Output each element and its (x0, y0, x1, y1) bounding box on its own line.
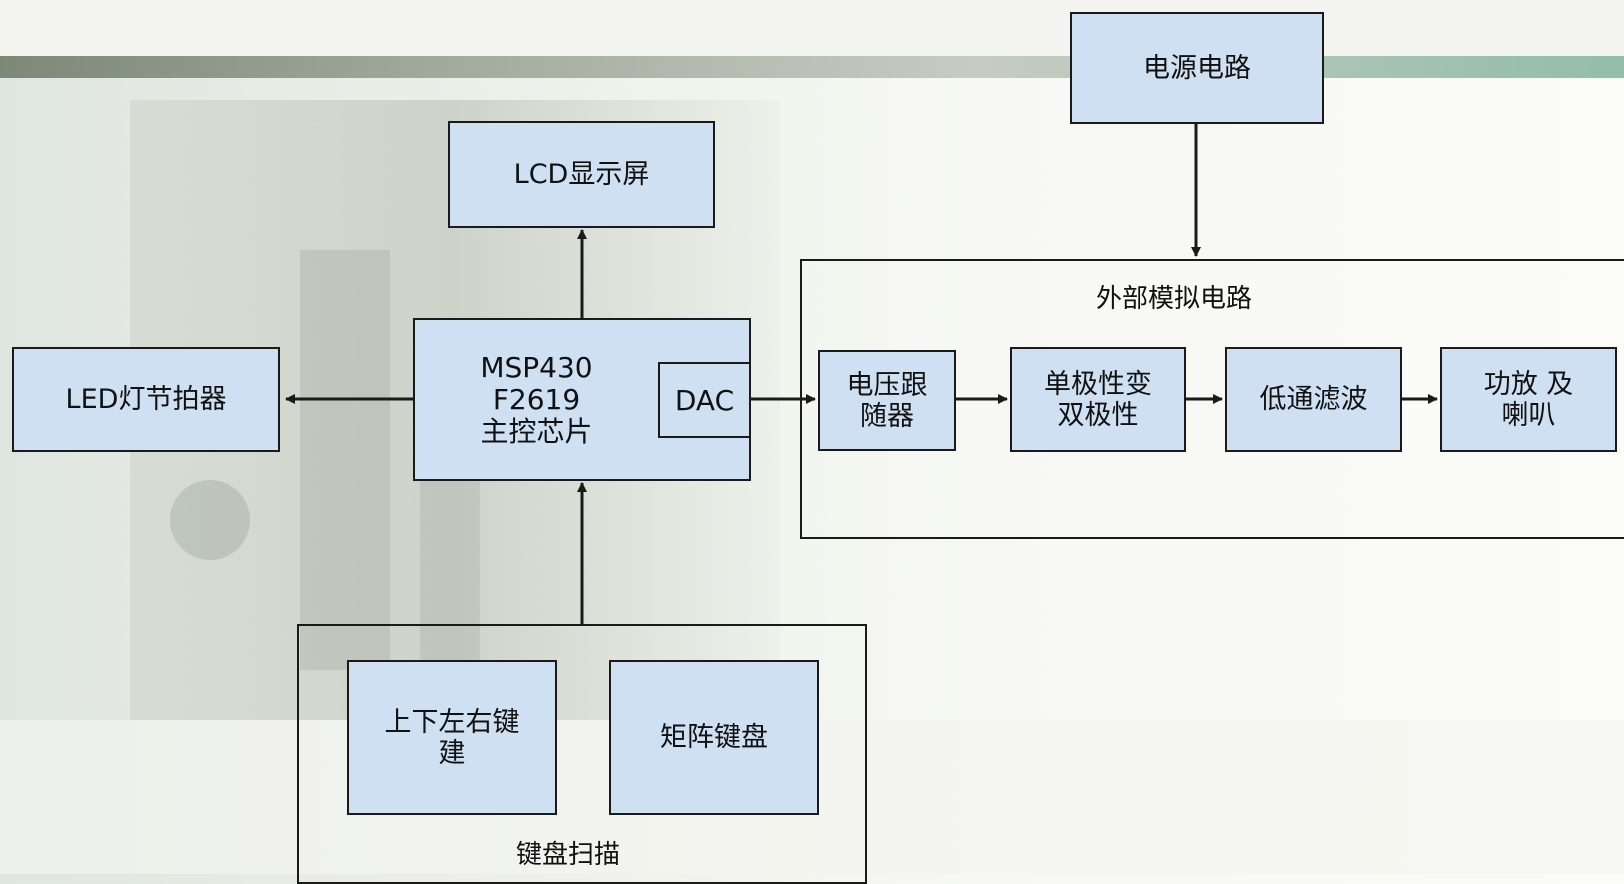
power-circuit-block: 电源电路 (1070, 12, 1324, 124)
lcd-display-block: LCD显示屏 (448, 121, 715, 228)
led-metronome-label: LED灯节拍器 (65, 384, 227, 415)
analog-circuit-group (800, 259, 1624, 539)
mcu-text: MSP430 F2619 主控芯片 (415, 350, 658, 448)
matrix-keypad-label: 矩阵键盘 (660, 722, 768, 753)
arrow-keys-line-1: 上下左右键 (384, 706, 520, 738)
bipolar-line-1: 单极性变 (1044, 368, 1152, 400)
amplifier-speaker-block: 功放 及 喇叭 (1440, 347, 1617, 452)
dac-label: DAC (674, 383, 735, 417)
voltage-follower-line-2: 随器 (860, 400, 914, 432)
bipolar-line-2: 双极性 (1057, 399, 1139, 431)
keyboard-group-label: 键盘扫描 (516, 840, 621, 870)
amplifier-line-1: 功放 及 (1483, 368, 1574, 400)
mcu-line-1: MSP430 (480, 350, 593, 384)
lowpass-filter-label: 低通滤波 (1259, 384, 1368, 415)
voltage-follower-line-1: 电压跟 (846, 369, 928, 401)
lcd-display-label: LCD显示屏 (513, 159, 650, 190)
led-metronome-block: LED灯节拍器 (12, 347, 280, 452)
mcu-line-2: F2619 (492, 382, 581, 416)
analog-group-label: 外部模拟电路 (1096, 284, 1253, 314)
mcu-line-3: 主控芯片 (480, 414, 593, 448)
bipolar-converter-block: 单极性变 双极性 (1010, 347, 1186, 452)
lowpass-filter-block: 低通滤波 (1225, 347, 1402, 452)
power-circuit-label: 电源电路 (1143, 52, 1251, 84)
arrow-keys-block: 上下左右键 建 (347, 660, 557, 815)
matrix-keypad-block: 矩阵键盘 (609, 660, 819, 815)
dac-block: DAC (658, 362, 751, 438)
voltage-follower-block: 电压跟 随器 (818, 350, 956, 451)
amplifier-line-2: 喇叭 (1501, 399, 1556, 431)
arrow-keys-line-2: 建 (438, 737, 466, 769)
